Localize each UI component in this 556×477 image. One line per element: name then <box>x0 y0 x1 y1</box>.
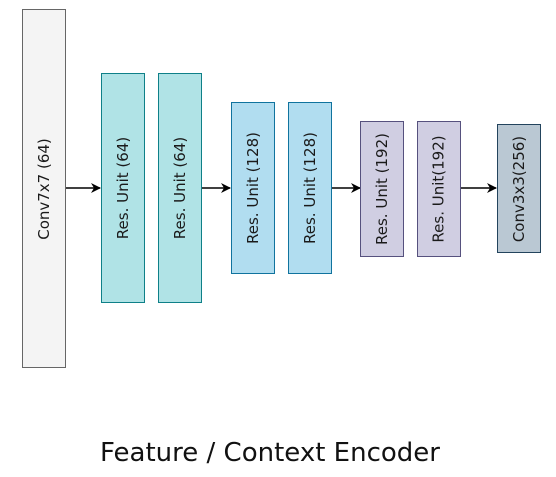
conv3x3-block: Conv3x3(256) <box>497 124 541 253</box>
conv7x7-label: Conv7x7 (64) <box>35 137 53 240</box>
res-unit-192-a-label: Res. Unit (192) <box>373 133 391 245</box>
res-unit-64-a-block: Res. Unit (64) <box>101 73 145 303</box>
res-unit-64-a-label: Res. Unit (64) <box>114 136 133 240</box>
res-unit-64-b-block: Res. Unit (64) <box>158 73 202 303</box>
res-unit-128-b-label: Res. Unit (128) <box>301 132 319 244</box>
res-unit-128-a-block: Res. Unit (128) <box>231 102 275 274</box>
conv3x3-label: Conv3x3(256) <box>510 135 528 242</box>
res-unit-128-a-label: Res. Unit (128) <box>244 132 262 244</box>
res-unit-192-b-block: Res. Unit(192) <box>417 121 461 257</box>
diagram-caption: Feature / Context Encoder <box>100 438 440 468</box>
res-unit-64-b-label: Res. Unit (64) <box>171 136 190 240</box>
res-unit-192-b-label: Res. Unit(192) <box>430 135 449 243</box>
res-unit-128-b-block: Res. Unit (128) <box>288 102 332 274</box>
conv7x7-block: Conv7x7 (64) <box>22 9 66 368</box>
res-unit-192-a-block: Res. Unit (192) <box>360 121 404 257</box>
